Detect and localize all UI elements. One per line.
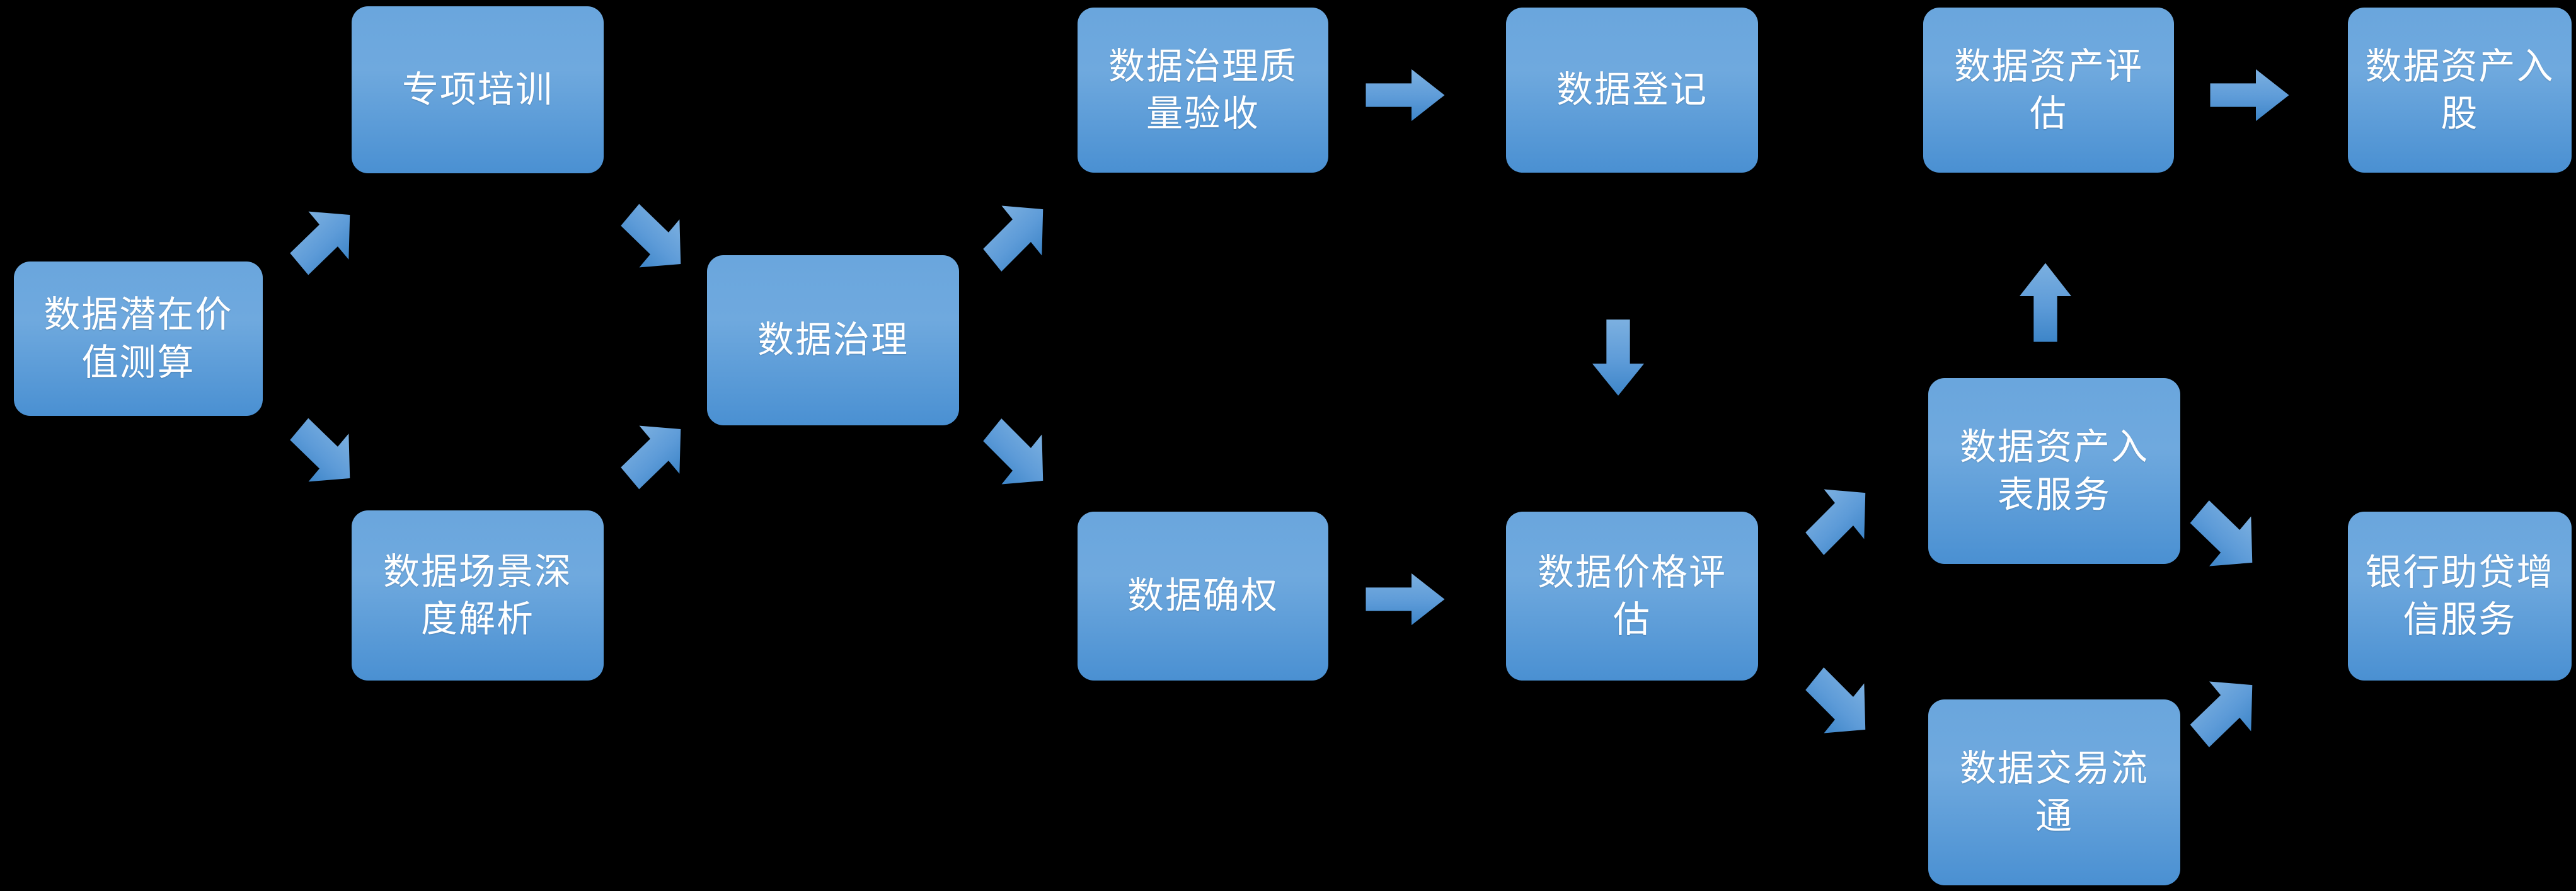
node-label: 数据确权 (1127, 575, 1279, 617)
node-label: 银行助贷增信服务 (2365, 551, 2555, 640)
node-label: 数据资产入表服务 (1959, 427, 2149, 515)
arrow-potential-to-scene (284, 410, 365, 498)
node-label: 数据交易流通 (1959, 748, 2149, 837)
arrow-price-to-trading (1799, 658, 1881, 750)
node-label: 数据资产入股 (2365, 45, 2555, 134)
node-price-assess[interactable]: 数据价格评估 (1506, 512, 1758, 681)
arrow-register-to-price (1583, 312, 1653, 403)
node-data-governance[interactable]: 数据治理 (707, 255, 959, 425)
node-label: 数据登记 (1556, 69, 1708, 111)
node-data-trading[interactable]: 数据交易流通 (1928, 699, 2180, 885)
node-asset-valuation[interactable]: 数据资产评估 (1923, 8, 2174, 173)
arrow-potential-to-training (284, 195, 365, 284)
arrow-quality-to-register (1358, 60, 1452, 130)
arrow-governance-to-quality (977, 189, 1059, 280)
arrow-price-to-tabling (1799, 473, 1881, 564)
node-bank-credit[interactable]: 银行助贷增信服务 (2348, 512, 2572, 681)
node-asset-tabling[interactable]: 数据资产入表服务 (1928, 378, 2180, 564)
arrow-scene-to-governance (614, 410, 696, 498)
node-label: 数据场景深度解析 (382, 551, 572, 640)
node-special-training[interactable]: 专项培训 (352, 6, 604, 173)
node-scene-analysis[interactable]: 数据场景深度解析 (352, 510, 604, 681)
arrow-tabling-to-bank (2183, 491, 2268, 583)
arrow-rights-to-price (1358, 564, 1452, 635)
node-quality-accept[interactable]: 数据治理质量验收 (1078, 8, 1328, 173)
node-label: 数据价格评估 (1537, 551, 1727, 640)
arrow-training-to-governance (614, 195, 696, 284)
node-label: 专项培训 (401, 69, 553, 110)
node-data-rights[interactable]: 数据确权 (1078, 512, 1328, 681)
node-label: 数据资产评估 (1953, 45, 2143, 134)
node-label: 数据潜在价值测算 (43, 294, 233, 383)
arrow-trading-to-bank (2183, 665, 2268, 756)
arrow-valuation-to-equity (2202, 60, 2297, 130)
node-label: 数据治理质量验收 (1108, 45, 1297, 134)
node-label: 数据治理 (757, 319, 909, 361)
arrow-tabling-to-valuation (2010, 255, 2081, 350)
node-potential-value[interactable]: 数据潜在价值测算 (14, 262, 263, 416)
node-data-register[interactable]: 数据登记 (1506, 8, 1758, 173)
node-asset-equity[interactable]: 数据资产入股 (2348, 8, 2572, 173)
arrow-governance-to-rights (977, 410, 1059, 501)
